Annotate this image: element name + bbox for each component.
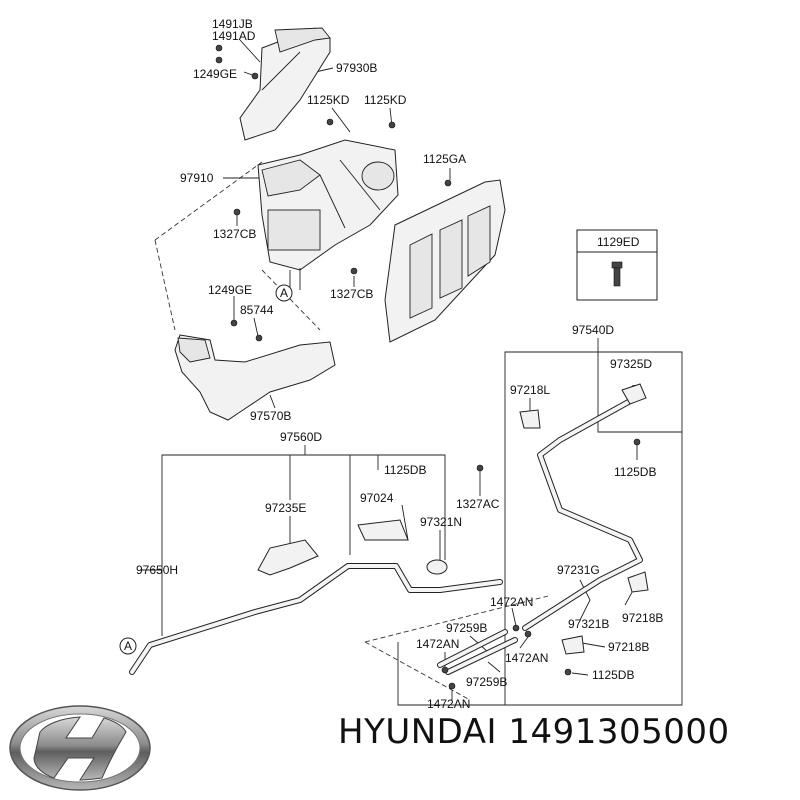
pipe-97650H bbox=[129, 563, 503, 675]
label-97231G: 97231G bbox=[557, 563, 600, 577]
label-97321N: 97321N bbox=[420, 515, 462, 529]
label-97325D: 97325D bbox=[610, 357, 652, 371]
label-1491JB: 1491JB bbox=[212, 17, 253, 31]
clip-97218B-a bbox=[627, 571, 649, 593]
label-1327AC: 1327AC bbox=[456, 497, 500, 511]
leader-1125DB-c bbox=[571, 672, 589, 676]
label-1491AD: 1491AD bbox=[212, 29, 256, 43]
label-97024: 97024 bbox=[360, 491, 394, 505]
brand-caption: HYUNDAI 1491305000 bbox=[338, 712, 730, 752]
label-1125KD-a: 1125KD bbox=[307, 93, 350, 107]
label-1125DB-b: 1125DB bbox=[614, 465, 656, 479]
label-97321B: 97321B bbox=[568, 617, 609, 631]
cover-panel bbox=[384, 179, 506, 343]
label-1327CB-a: 1327CB bbox=[213, 227, 256, 241]
label-1249GE-mid: 1249GE bbox=[208, 283, 252, 297]
label-97560D: 97560D bbox=[280, 430, 322, 444]
pipe-97231G bbox=[522, 385, 643, 631]
dash-frame-lower-2 bbox=[364, 641, 471, 701]
fasteners-top bbox=[215, 44, 641, 676]
label-85744: 85744 bbox=[240, 303, 274, 317]
dash-frame-heater bbox=[154, 161, 263, 241]
label-97218B-b: 97218B bbox=[608, 640, 649, 654]
leader-1472AN-a bbox=[511, 607, 517, 627]
dash-frame-heater-3 bbox=[261, 269, 321, 331]
leader-1491 bbox=[239, 39, 261, 63]
clip-97024 bbox=[357, 519, 409, 541]
label-1472AN-b: 1472AN bbox=[416, 637, 459, 651]
label-1125DB-a: 1125DB bbox=[384, 463, 426, 477]
heater-unit-97910 bbox=[257, 139, 399, 290]
leader-85744 bbox=[253, 317, 259, 337]
label-97235E: 97235E bbox=[265, 501, 306, 515]
bracket-97235E bbox=[257, 539, 319, 576]
label-1125KD-b: 1125KD bbox=[364, 93, 407, 107]
label-97218B-a: 97218B bbox=[622, 611, 663, 625]
label-97650H: 97650H bbox=[136, 563, 178, 577]
marker-a-ring-1 bbox=[275, 284, 293, 302]
leader-97231G bbox=[579, 579, 591, 621]
frame-97325D bbox=[597, 352, 682, 433]
label-1472AN-c: 1472AN bbox=[505, 651, 548, 665]
label-1125GA: 1125GA bbox=[423, 152, 466, 166]
label-1327CB-b: 1327CB bbox=[330, 287, 373, 301]
clip-97218B-b bbox=[561, 635, 585, 655]
label-1129ED: 1129ED bbox=[597, 235, 640, 249]
label-97570B: 97570B bbox=[250, 409, 291, 423]
label-1125DB-c: 1125DB bbox=[592, 668, 634, 682]
leader-97570B bbox=[269, 394, 276, 409]
duct-97570B bbox=[174, 334, 336, 421]
leader-97218B-b bbox=[581, 642, 606, 648]
leader-97024-b bbox=[401, 504, 409, 541]
marker-a-ring-2 bbox=[119, 637, 137, 655]
duct-97930B bbox=[239, 27, 331, 141]
clamps-1472AN bbox=[441, 624, 532, 690]
marker-a-2: A bbox=[124, 639, 132, 653]
grommet-97321N bbox=[426, 559, 448, 575]
clip-97218L bbox=[519, 409, 541, 429]
label-97218L: 97218L bbox=[510, 383, 550, 397]
marker-a-1: A bbox=[280, 286, 288, 300]
label-1472AN-a: 1472AN bbox=[490, 595, 533, 609]
leader-1472AN-c bbox=[519, 636, 529, 649]
label-97259B-a: 97259B bbox=[446, 621, 487, 635]
hyundai-logo bbox=[9, 705, 151, 791]
box-1129ED bbox=[576, 229, 658, 301]
frame-97540D bbox=[397, 351, 683, 706]
label-97910: 97910 bbox=[180, 171, 214, 185]
label-1472AN-d: 1472AN bbox=[427, 697, 470, 711]
label-1249GE-top: 1249GE bbox=[193, 67, 237, 81]
frame-97560D bbox=[161, 454, 446, 636]
leader-1125KD-a bbox=[331, 107, 351, 133]
dash-frame-heater-2 bbox=[154, 239, 176, 331]
clip-97325D bbox=[621, 383, 647, 405]
leader-97259B-b bbox=[487, 661, 501, 673]
label-97930B: 97930B bbox=[336, 61, 377, 75]
label-97259B-b: 97259B bbox=[466, 675, 507, 689]
label-97540D: 97540D bbox=[572, 323, 614, 337]
hoses-97259B bbox=[437, 629, 518, 675]
